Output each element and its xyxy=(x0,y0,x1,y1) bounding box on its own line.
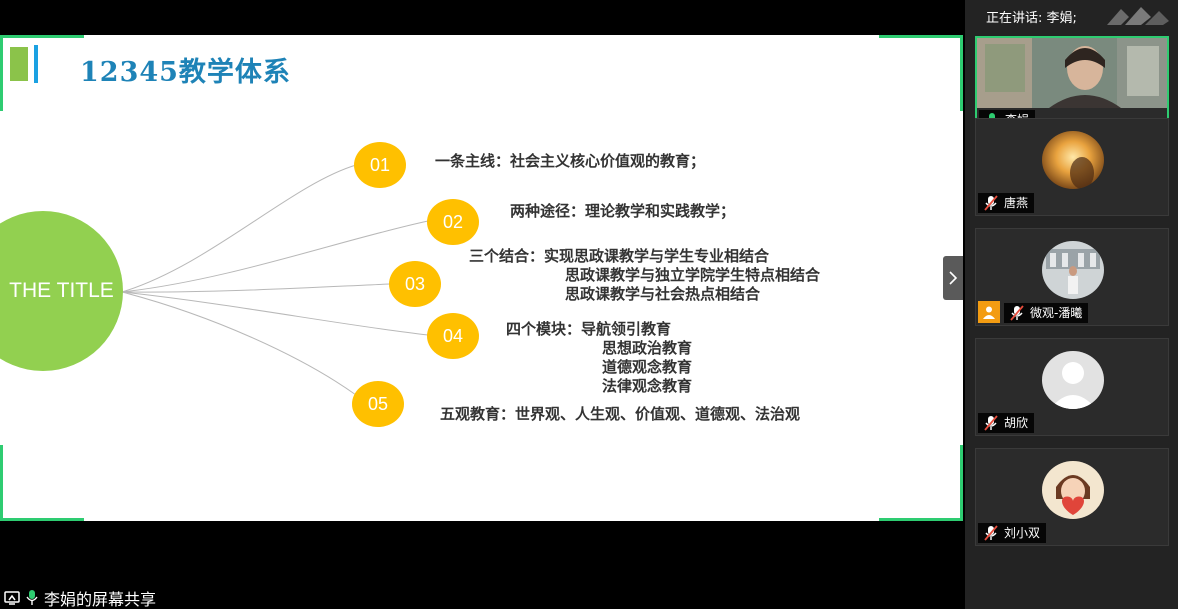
microphone-muted-icon xyxy=(984,525,998,541)
participant-tile-huxin[interactable]: 胡欣 xyxy=(975,338,1169,436)
connector-01 xyxy=(121,164,357,293)
participant-name: 微观-潘曦 xyxy=(1030,306,1083,320)
item-text-04: 四个模块：导航领引教育 思想政治教育 道德观念教育 法律观念教育 xyxy=(506,320,692,396)
microphone-icon xyxy=(26,590,38,605)
connector-02 xyxy=(121,220,429,293)
participant-name-tag: 唐燕 xyxy=(978,193,1035,213)
participant-video-feed xyxy=(977,38,1167,108)
corner-bracket-tl-v xyxy=(0,35,3,111)
participant-tile-liuxiaoshuang[interactable]: 刘小双 xyxy=(975,448,1169,546)
number-node-03: 03 xyxy=(389,261,441,307)
participant-tile-lijuan[interactable]: 李娟 xyxy=(975,36,1169,134)
center-node: THE TITLE xyxy=(0,211,123,371)
item-line: 法律观念教育 xyxy=(602,377,693,395)
item-line: 思想政治教育 xyxy=(602,339,693,357)
participant-tile-panxi[interactable]: 微观-潘曦 xyxy=(975,228,1169,326)
slide-title: 12345教学体系 xyxy=(80,57,291,88)
app-logo-icon xyxy=(1107,7,1169,25)
corner-bracket-bl-v xyxy=(0,445,3,521)
item-line: 思政课教学与社会热点相结合 xyxy=(565,285,761,303)
corner-bracket-br-v xyxy=(960,445,963,521)
avatar xyxy=(1042,461,1104,519)
number-node-01: 01 xyxy=(354,142,406,188)
connector-03 xyxy=(121,283,391,293)
participant-name: 胡欣 xyxy=(1004,416,1029,430)
microphone-muted-icon xyxy=(984,415,998,431)
screen-share-icon xyxy=(4,591,20,605)
screen-share-status: 李娟的屏幕共享 xyxy=(4,586,156,609)
item-line: 一条主线：社会主义核心价值观的教育； xyxy=(435,152,706,170)
number-node-02: 02 xyxy=(427,199,479,245)
share-status-label: 李娟的屏幕共享 xyxy=(44,590,157,609)
participant-name: 刘小双 xyxy=(1004,526,1041,540)
item-line: 思政课教学与独立学院学生特点相结合 xyxy=(565,266,821,284)
corner-bracket-br-h xyxy=(879,518,963,521)
item-line: 三个结合：实现思政课教学与学生专业相结合 xyxy=(469,247,770,265)
item-text-03: 三个结合：实现思政课教学与学生专业相结合 思政课教学与独立学院学生特点相结合 思… xyxy=(469,247,820,304)
video-sidebar: 正在讲话: 李娟; xyxy=(965,0,1178,609)
default-avatar-icon xyxy=(1042,351,1104,409)
participant-name-tag: 胡欣 xyxy=(978,413,1035,433)
mindmap-connectors xyxy=(121,164,429,396)
shared-slide: 12345教学体系 THE TITLE 01 02 03 04 05 一条主线：… xyxy=(0,35,963,521)
avatar xyxy=(1042,131,1104,189)
participant-tile-tangyan[interactable]: 唐燕 xyxy=(975,118,1169,216)
corner-bracket-tr-h xyxy=(879,35,963,38)
item-text-05: 五观教育：世界观、人生观、价值观、道德观、法治观 xyxy=(440,405,800,424)
corner-bracket-bl-h xyxy=(0,518,84,521)
microphone-muted-icon xyxy=(984,195,998,211)
item-line: 两种途径：理论教学和实践教学； xyxy=(510,202,736,220)
item-text-02: 两种途径：理论教学和实践教学； xyxy=(510,202,735,221)
chevron-right-icon xyxy=(949,271,958,285)
connector-04 xyxy=(121,291,429,336)
participant-name-tag: 刘小双 xyxy=(978,523,1047,543)
microphone-muted-icon xyxy=(1010,305,1024,321)
number-node-04: 04 xyxy=(427,313,479,359)
corner-bracket-tr-v xyxy=(960,35,963,111)
participant-name: 唐燕 xyxy=(1004,196,1029,210)
item-line: 四个模块：导航领引教育 xyxy=(506,320,672,338)
person-icon xyxy=(978,301,1000,323)
collapse-sidebar-button[interactable] xyxy=(943,256,963,300)
connector-05 xyxy=(121,291,357,396)
corner-bracket-tl-h xyxy=(0,35,84,38)
item-text-01: 一条主线：社会主义核心价值观的教育； xyxy=(435,152,705,171)
item-line: 五观教育：世界观、人生观、价值观、道德观、法治观 xyxy=(440,405,801,423)
number-node-05: 05 xyxy=(352,381,404,427)
speaking-indicator: 正在讲话: 李娟; xyxy=(986,11,1077,26)
title-accent-bar xyxy=(34,45,38,83)
center-node-label: THE TITLE xyxy=(9,279,114,302)
participant-name-tag: 微观-潘曦 xyxy=(1004,303,1089,323)
avatar xyxy=(1042,241,1104,299)
title-accent-block xyxy=(10,47,28,81)
item-line: 道德观念教育 xyxy=(602,358,693,376)
